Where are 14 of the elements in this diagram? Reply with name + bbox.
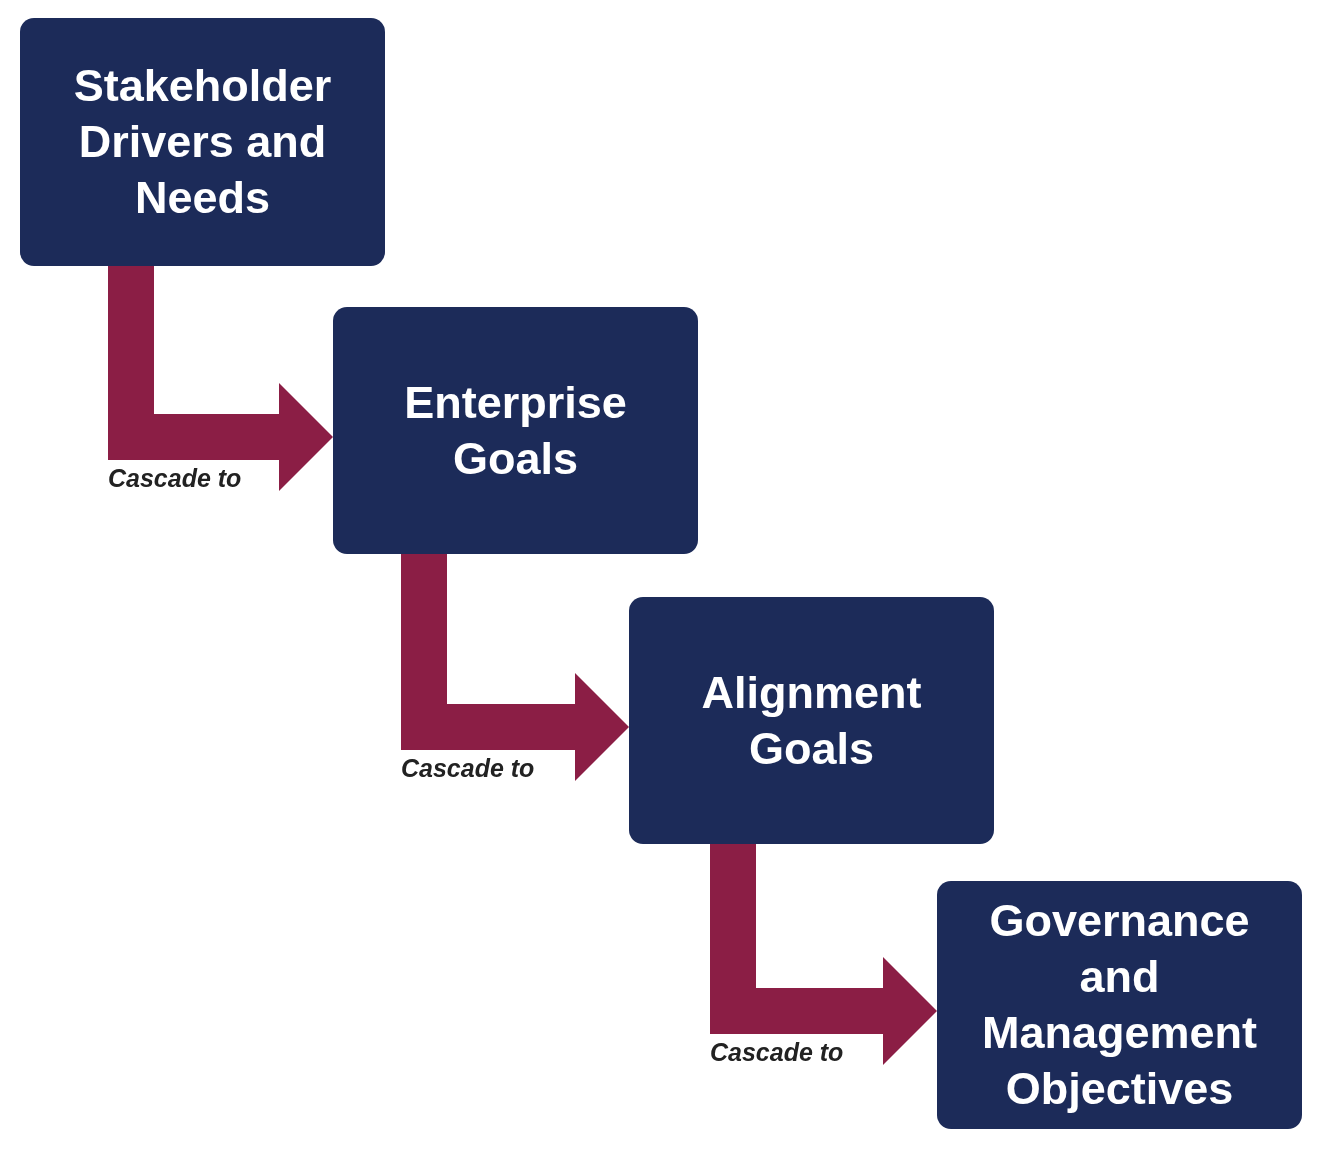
process-box (20, 18, 385, 266)
cascade-arrow (401, 554, 629, 781)
cascade-arrow (108, 266, 333, 491)
cascade-arrow (710, 844, 937, 1065)
node-text: Alignment Goals (700, 665, 923, 776)
edge-label: Cascade to (108, 463, 242, 493)
process-box (333, 307, 698, 554)
node-text: Governance and Management Objectives (980, 894, 1259, 1116)
edge-label: Cascade to (401, 753, 535, 783)
edge-label: Cascade to (710, 1037, 844, 1067)
process-box (629, 597, 994, 844)
node-text: Enterprise Goals (403, 375, 628, 486)
process-box (937, 881, 1302, 1129)
node-text: Stakeholder Drivers and Needs (72, 59, 333, 225)
